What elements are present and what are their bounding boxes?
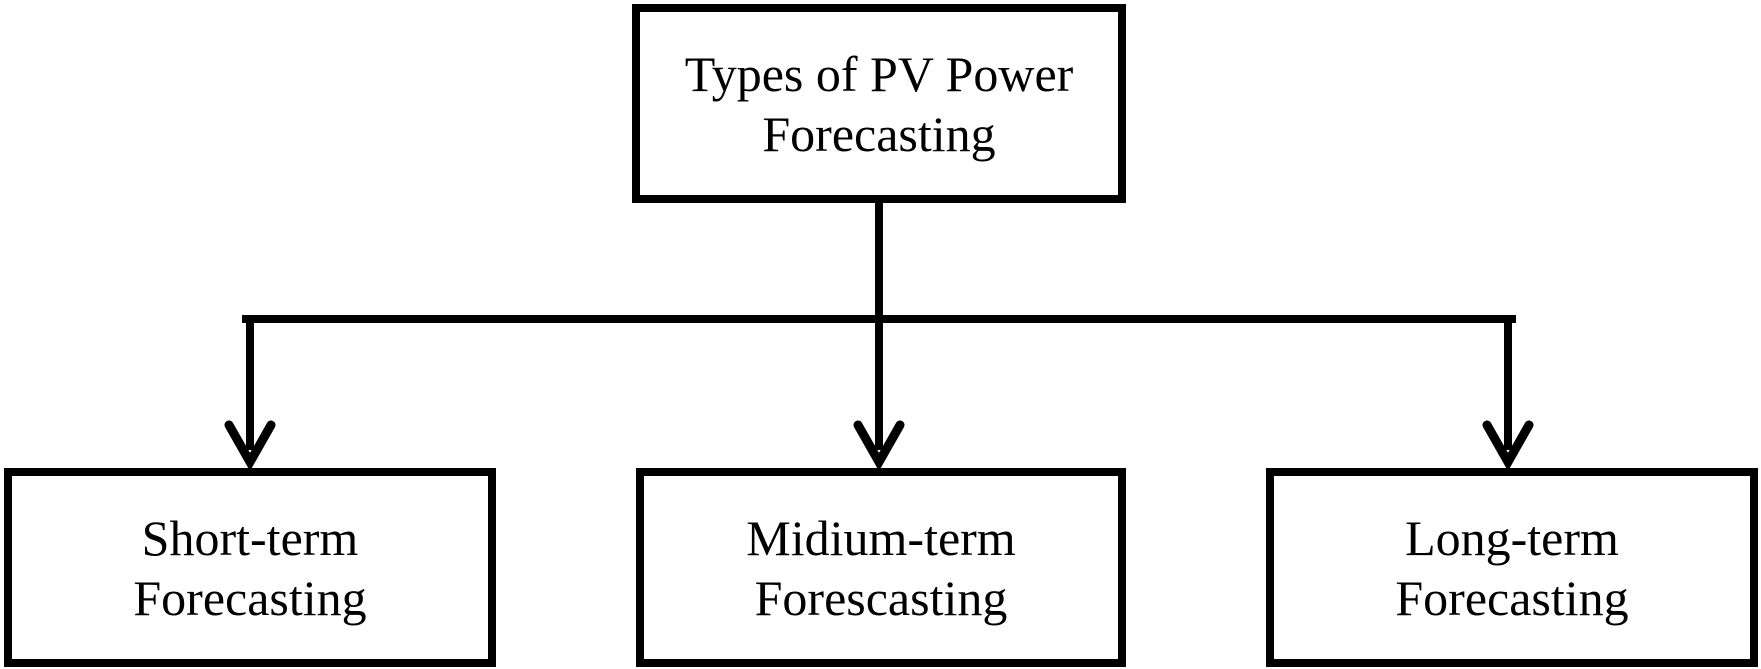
arrowhead-mid [853,420,905,472]
medium-term-node-label: Midium-term Forescasting [746,508,1015,628]
medium-term-label-line-1: Midium-term [746,509,1016,566]
root-node-label: Types of PV Power Forecasting [685,44,1074,164]
short-term-label-line-2: Forecasting [133,569,367,626]
long-term-label-line-2: Forecasting [1395,569,1629,626]
short-term-label-line-1: Short-term [141,509,359,566]
medium-term-label-line-2: Forescasting [754,569,1008,626]
medium-term-node-box: Midium-term Forescasting [636,468,1126,667]
root-node-box: Types of PV Power Forecasting [632,4,1126,203]
arrowhead-short [224,420,276,472]
root-node-label-line-2: Forecasting [762,105,996,162]
short-term-node-label: Short-term Forecasting [133,508,366,628]
arrowhead-long [1482,420,1534,472]
long-term-node-box: Long-term Forecasting [1266,468,1758,667]
short-term-node-box: Short-term Forecasting [4,468,496,667]
root-node-label-line-1: Types of PV Power [684,45,1074,102]
long-term-label-line-1: Long-term [1405,509,1619,566]
long-term-node-label: Long-term Forecasting [1395,508,1628,628]
